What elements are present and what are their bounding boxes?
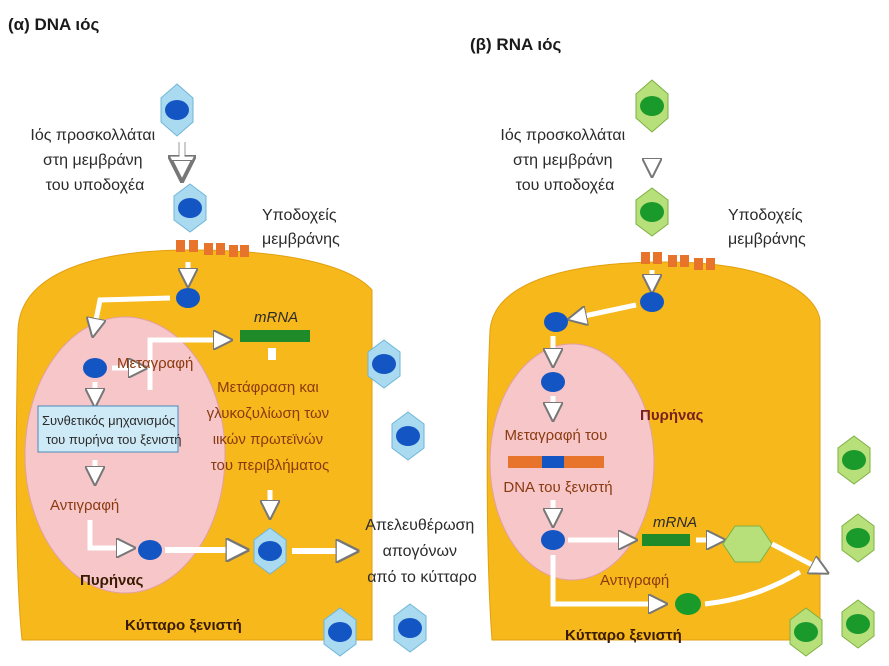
transcription-label-b: Μεταγραφή του DNA του ξενιστή [503, 427, 612, 496]
arrow-uncoat-b [575, 302, 637, 318]
attach-label-a: Ιός προσκολλάται στη μεμβράνη του υποδοχ… [30, 127, 159, 194]
viral-genome-b [541, 530, 565, 550]
virus-particle-a-top [160, 83, 194, 137]
replicated-rna-b [675, 593, 701, 615]
viral-core-b-cytoplasm [544, 312, 568, 332]
virus-particle-b-attached [635, 187, 669, 237]
arrow-replication-b [550, 555, 660, 604]
host-dna-strand-b [508, 456, 604, 468]
viral-core-b-entry [640, 292, 664, 312]
released-virus-a-2 [391, 411, 425, 461]
panel-a: (α) DNA ιός Ιός προσκολλάται στη μεμβράν… [8, 15, 479, 657]
released-virus-b-3 [789, 607, 823, 657]
released-virus-a-4 [393, 603, 427, 653]
panel-b: (β) RNA ιός Ιός προσκολλάται στη μεμβράν… [470, 35, 875, 657]
arrow-replication-a [87, 520, 128, 548]
nucleus-a [24, 316, 226, 594]
nucleus-label-b: Πυρήνας [640, 407, 704, 424]
membrane-receptors-a [176, 240, 249, 257]
viral-dna-a [83, 358, 107, 378]
nucleus-label-a: Πυρήνας [80, 572, 144, 589]
mrna-strand-b [642, 534, 690, 546]
assembled-virus-a [253, 527, 287, 575]
replication-label-b: Αντιγραφή [600, 572, 669, 589]
viral-core-b-nucleus [541, 372, 565, 392]
arrow-to-nucleus-a [94, 295, 171, 330]
mrna-label-a: mRNA [254, 309, 298, 326]
mrna-strand-a [240, 330, 310, 342]
receptors-label-a: Υποδοχείς μεμβράνης [262, 207, 341, 248]
receptors-label-b: Υποδοχείς μεμβράνης [728, 207, 807, 248]
released-virus-a-3 [323, 607, 357, 657]
translation-label-a: Μετάφραση και γλυκοζυλίωση των ιικών πρω… [207, 379, 334, 474]
virus-particle-a-attached [173, 183, 207, 233]
host-cell-label-a: Κύτταρο ξενιστή [125, 617, 242, 634]
transcription-label-a: Μεταγραφή [117, 355, 193, 372]
replicated-dna-a [138, 540, 162, 560]
viral-core-a-entry [176, 288, 200, 308]
attach-label-b: Ιός προσκολλάται στη μεμβράνη του υποδοχ… [500, 127, 629, 194]
virus-particle-b-top [635, 79, 669, 133]
released-virus-b-4 [841, 599, 875, 649]
panel-b-title: (β) RNA ιός [470, 35, 561, 54]
host-cell-label-b: Κύτταρο ξενιστή [565, 627, 682, 644]
capsid-protein-b [722, 525, 773, 563]
released-virus-b-1 [837, 435, 871, 485]
arrow-release-b [770, 541, 822, 570]
membrane-receptors-b [641, 252, 715, 270]
release-label-a: Απελευθέρωση απογόνων από το κύτταρο [365, 517, 479, 586]
host-synthesis-box-a [37, 405, 179, 453]
released-virus-b-2 [841, 513, 875, 563]
replication-label-a: Αντιγραφή [50, 497, 119, 514]
panel-a-title: (α) DNA ιός [8, 15, 100, 34]
released-virus-a-1 [367, 339, 401, 389]
arrow-mrna-a [147, 340, 225, 390]
synthesis-label-a: Συνθετικός μηχανισμός του πυρήνα του ξεν… [42, 413, 182, 447]
mrna-label-b: mRNA [653, 514, 697, 531]
